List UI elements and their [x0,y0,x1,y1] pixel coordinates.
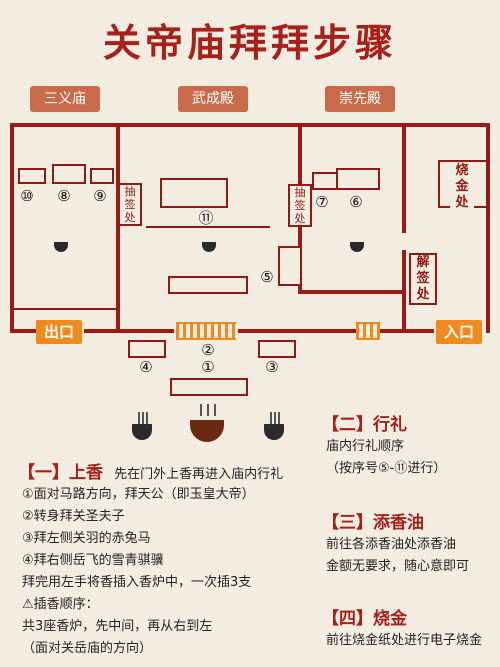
marker-5: ⑤ [260,268,274,286]
incense-stick [146,412,148,424]
page-title: 关帝庙拜拜步骤 [102,21,397,65]
marker-11: ⑪ [198,209,214,227]
section-1-line: 共3座香炉，先中间，再从右到左 [22,619,213,634]
wall-top [10,123,490,127]
incense-stick [200,404,202,416]
marker-1: ① [201,358,215,376]
section-4-line: 前往烧金纸处进行电子烧金 [326,633,483,648]
altar-10 [18,168,46,184]
section-1-line: ①面对马路方向，拜天公（即玉皇大帝） [22,487,255,502]
hall-tag-sanyi: 三义庙 [30,86,100,112]
section-1-list: ①面对马路方向，拜天公（即玉皇大帝） ②转身拜关圣夫子 ③拜左侧关羽的赤兔马 ④… [22,484,312,660]
altar-3 [258,340,296,358]
incense-stick [207,404,209,416]
floor-line-2 [146,226,270,228]
outdoor-burner-center [190,404,224,442]
altar-7 [312,172,338,190]
section-1-line: 拜完用左手将香插入香炉中，一次插3支 [22,575,252,590]
altar-8 [52,164,86,184]
altar-11 [160,178,228,208]
wall-inner-3 [298,290,404,294]
section-1-line: ④拜右侧岳飞的雪青骐骥 [22,553,164,568]
wall-bottom-mid-right [238,329,356,333]
section-3-header: 【三】添香油 [322,513,424,533]
section-2-list: 庙内行礼顺序 （按序号⑤-⑪进行） [326,436,496,480]
incense-stick [142,412,144,424]
wall-left [10,123,14,333]
incense-stick [214,404,216,416]
marker-3: ③ [265,358,279,376]
section-3-line: 前往各添香油处添香油 [326,537,457,552]
section-1-line: ⚠插香顺序： [22,597,99,612]
incense-stick [270,412,272,424]
section-4-list: 前往烧金纸处进行电子烧金 [326,630,496,652]
marker-7: ⑦ [315,193,329,211]
incense-burner-left [54,242,68,252]
hall-tag-chongxian: 崇先殿 [325,86,395,112]
outdoor-burner-left [132,412,152,440]
incense-stick [278,412,280,424]
incense-stick [138,412,140,424]
marker-8: ⑧ [57,187,71,205]
section-1-line: ②转身拜关圣夫子 [22,509,125,524]
floor-line [14,308,116,310]
section-4-header: 【四】烧金 [322,609,407,629]
wall-inner-4 [402,123,406,233]
section-1-header: 【一】上香 [18,463,103,483]
outdoor-burner-right [264,412,284,440]
wall-bottom-right [378,329,434,333]
section-1-intro: 先在门外上香再进入庙内行礼 [114,467,284,482]
section-2-header: 【二】行礼 [322,415,407,435]
marker-6: ⑥ [349,193,363,211]
fence-left [176,322,236,340]
section-3-list: 前往各添香油处添香油 金额无要求，随心意即可 [326,534,496,578]
donation-5-box [278,246,302,286]
altar-1 [170,378,248,396]
entrance-marker: 入口 [436,320,482,344]
incense-burner-middle [202,242,216,252]
marker-4: ④ [139,358,153,376]
chou-qian-label-1: 抽签处 [118,183,142,226]
wall-bottom-left [10,329,38,333]
wall-right [486,123,490,333]
wall-bottom-mid-left [84,329,174,333]
section-1-line: （面对关岳庙的方向） [22,641,153,656]
incense-burner-right [350,242,364,252]
section-2-line: （按序号⑤-⑪进行） [326,461,447,476]
altar-4 [128,340,166,358]
hall-tag-wucheng: 武成殿 [178,86,248,112]
altar-9 [90,168,114,184]
exit-marker: 出口 [36,320,82,344]
incense-stick [274,412,276,424]
section-3-line: 金额无要求，随心意即可 [326,559,470,574]
altar-6 [336,168,380,190]
section-2-line: 庙内行礼顺序 [326,439,405,454]
marker-9: ⑨ [93,187,107,205]
marker-10: ⑩ [20,187,34,205]
wall-inner-5 [402,250,406,333]
section-1-line: ③拜左侧关羽的赤兔马 [22,531,151,546]
chou-qian-label-2: 抽签处 [288,184,312,227]
shao-jin-label: 烧金处 [450,163,474,211]
wall-inner-1 [116,123,120,333]
jie-qian-label: 解签处 [409,253,437,305]
section-1-heading: 【一】上香 先在门外上香再进入庙内行礼 [18,458,318,486]
marker-2: ② [201,341,215,359]
fence-right [356,322,380,340]
table-middle [168,276,248,294]
